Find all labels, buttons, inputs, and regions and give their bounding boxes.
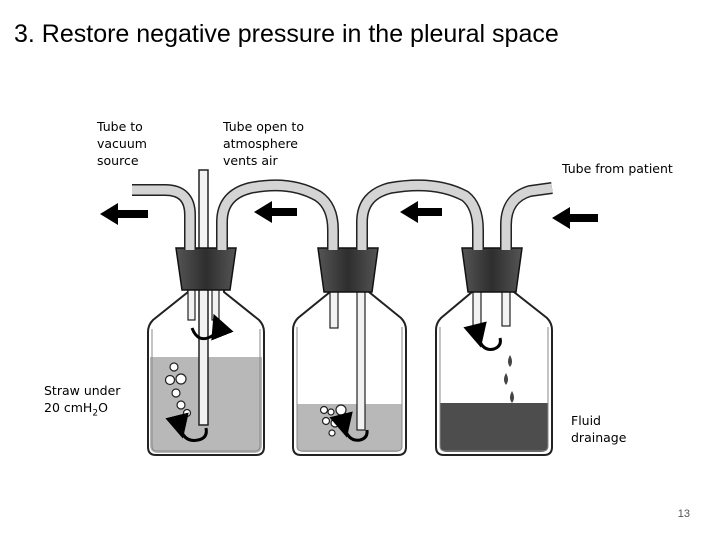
bottle-1-glass (147, 280, 265, 456)
label-tube-to-vacuum-line-3: source (97, 153, 139, 168)
label-tube-from-patient: Tube from patient (562, 161, 673, 176)
bottle-2-curl-arrow (329, 411, 369, 442)
bottle-1-curl-arrow-upper (190, 313, 234, 341)
label-tube-to-vacuum-line-2: vacuum (97, 136, 147, 151)
label-tube-open-line-2: atmosphere (223, 136, 298, 151)
bottle-2-long-straw (356, 279, 366, 431)
bottle-1-vent-straw (198, 169, 209, 426)
bottle-1-bubbles (164, 362, 192, 418)
bottle-3-drops (504, 355, 514, 403)
bottle-1-curl-arrow-lower (165, 412, 208, 442)
bottle-2-stopper (317, 247, 379, 293)
flow-arrows (100, 201, 598, 229)
label-fluid-drainage: Fluid drainage (571, 412, 626, 446)
label-fluid-line-2: drainage (571, 430, 627, 445)
bottle-1-stopper (175, 247, 237, 291)
bottle-3-fluid (440, 403, 548, 452)
label-tube-to-vacuum-line-1: Tube to (97, 119, 143, 134)
bottle-collection (435, 247, 553, 456)
label-fluid-line-1: Fluid (571, 413, 601, 428)
bottle-3-curl-arrow (463, 321, 502, 351)
arrow-left-4 (552, 207, 598, 229)
label-straw-line-1: Straw under (44, 383, 121, 398)
arrow-left-1 (100, 203, 148, 225)
slide-title: 3. Restore negative pressure in the pleu… (14, 20, 559, 48)
label-straw-line-2: 20 cmH2O (44, 399, 120, 423)
label-straw-suffix: O (98, 400, 108, 415)
bottle-2-water (297, 404, 402, 452)
label-straw-value: 20 cmH (44, 400, 93, 415)
arrow-left-3 (400, 201, 442, 223)
bottle-3-glass (435, 280, 553, 456)
bottle-3-stopper (461, 247, 523, 293)
bottle-2-glass (292, 280, 407, 456)
page-number: 13 (677, 508, 690, 520)
external-tubing (132, 179, 553, 250)
label-tube-open-line-1: Tube open to (223, 119, 304, 134)
arrow-left-2 (254, 201, 297, 223)
bottle-water-seal (292, 247, 407, 456)
bottle-suction-control (147, 169, 265, 456)
label-straw-subscript: 2 (92, 408, 99, 419)
label-tube-open-line-3: vents air (223, 153, 278, 168)
label-tube-open-to-atmosphere: Tube open to atmosphere vents air (223, 118, 304, 169)
label-tube-to-vacuum: Tube to vacuum source (97, 118, 147, 169)
label-straw-under-water: Straw under 20 cmH2O (44, 382, 123, 423)
